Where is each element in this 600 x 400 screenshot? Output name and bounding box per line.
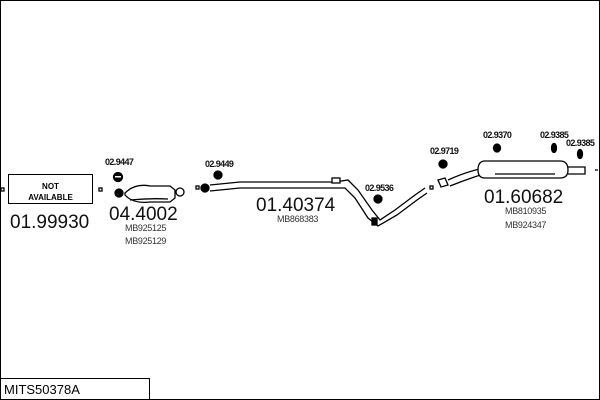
part-number-01-99930: 01.99930: [10, 212, 90, 233]
rear-silencer-shape: [437, 160, 598, 188]
mount-label: 02.9370: [483, 130, 512, 140]
clamp-02-9447: [112, 171, 124, 183]
oem-ref: MB925129: [125, 236, 167, 246]
oem-ref: MB924347: [505, 220, 547, 230]
mount-label: 02.9385: [566, 138, 595, 148]
part-number-front-pipe: 01.40374: [256, 195, 336, 216]
clamp-label: 02.9719: [430, 146, 459, 156]
catalyst-shape: [114, 184, 185, 203]
oem-ref: MB868383: [277, 214, 319, 224]
part-number-catalyst: 04.4002: [109, 204, 178, 225]
clamp-02-9719: [438, 159, 448, 169]
connector-marker: [98, 187, 103, 192]
clamp-label: 02.9447: [105, 157, 134, 167]
mount-02-9385-a: [550, 142, 558, 154]
set-code-label: MITS50378A: [0, 378, 150, 399]
connector-marker: [0, 187, 5, 192]
mount-02-9385-b: [576, 148, 584, 160]
oem-ref: MB925125: [125, 223, 167, 233]
oem-ref: MB810935: [505, 206, 547, 216]
clamp-label: 02.9536: [365, 183, 394, 193]
mount-label: 02.9385: [540, 130, 569, 140]
clamp-02-9536: [373, 194, 383, 204]
mount-02-9370: [492, 143, 502, 153]
part-number-rear-silencer: 01.60682: [484, 187, 564, 208]
clamp-02-9449: [213, 170, 223, 180]
clamp-label: 02.9449: [205, 159, 234, 169]
not-available-box: NOT AVAILABLE: [8, 174, 93, 204]
front-pipe-shape: [195, 177, 434, 227]
